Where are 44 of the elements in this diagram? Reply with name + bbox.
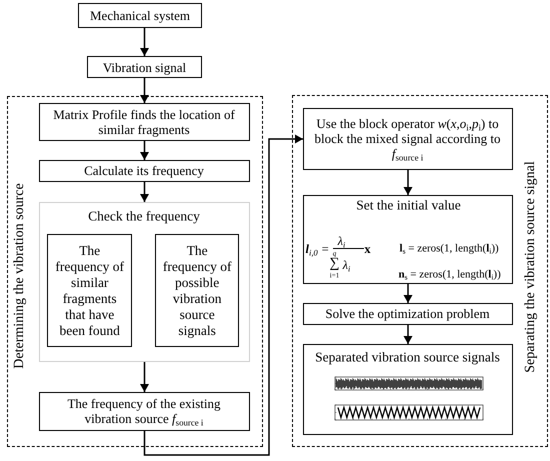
node-text: Matrix Profile finds the location of similar fragments xyxy=(52,106,236,136)
formula-text: l$_{i,0}$ = xyxy=(306,242,330,255)
process-box xyxy=(47,234,132,348)
panel-title: Separating the vibration source signal xyxy=(522,160,538,372)
node-text: The frequency of possible vibration source signals xyxy=(162,242,232,339)
group-title: Check the frequency xyxy=(88,208,200,224)
process-box xyxy=(302,194,512,284)
process-box xyxy=(87,56,202,78)
formula-text: ∑ xyxy=(330,256,340,270)
arrow xyxy=(404,325,412,344)
formula-text: x xyxy=(364,242,371,255)
arrow xyxy=(140,141,148,160)
process-box xyxy=(78,3,202,28)
arrow xyxy=(140,28,148,56)
formula-text: l$_{s}$ = zeros(1, length(l$_{i}$)) xyxy=(400,243,499,254)
node-text: The frequency of similar fragments that have been found xyxy=(54,242,125,339)
process-box xyxy=(38,160,250,182)
dashed-panel xyxy=(292,95,548,447)
arrow xyxy=(144,135,303,456)
process-box xyxy=(302,302,512,324)
process-box xyxy=(302,108,512,170)
process-box xyxy=(38,392,250,430)
node-text: Set the initial value xyxy=(356,198,461,212)
node-text: Use the block operator w(x,o$_{i}$,p$_{i}$) to block the mixed signal according to f$_{source i}$ xyxy=(314,116,502,161)
node-text: Solve the optimization problem xyxy=(324,306,491,321)
formula-text: n$_{s}$ = zeros(1, length(l$_{i}$)) xyxy=(398,269,501,280)
panel-title: Determining the vibration source xyxy=(12,182,28,368)
arrow xyxy=(140,362,148,392)
node-text: Separated vibration source signals xyxy=(315,350,500,364)
group-box xyxy=(38,202,250,362)
node-text: Calculate its frequency xyxy=(83,163,205,178)
formula-text: λ$_{i}$ xyxy=(342,258,350,270)
process-box xyxy=(155,234,240,348)
arrow xyxy=(140,78,148,103)
node-text: The frequency of the existing vibration source f$_{source i}$ xyxy=(66,396,222,426)
process-box xyxy=(38,102,250,140)
node-text: Mechanical system xyxy=(89,8,191,23)
node-text: Vibration signal xyxy=(102,60,188,74)
arrow xyxy=(404,170,412,195)
arrow xyxy=(140,182,148,202)
dashed-panel xyxy=(7,96,263,447)
arrow xyxy=(404,284,412,303)
formula-text: λ$_{i}$ xyxy=(338,234,346,246)
process-box xyxy=(302,344,512,434)
